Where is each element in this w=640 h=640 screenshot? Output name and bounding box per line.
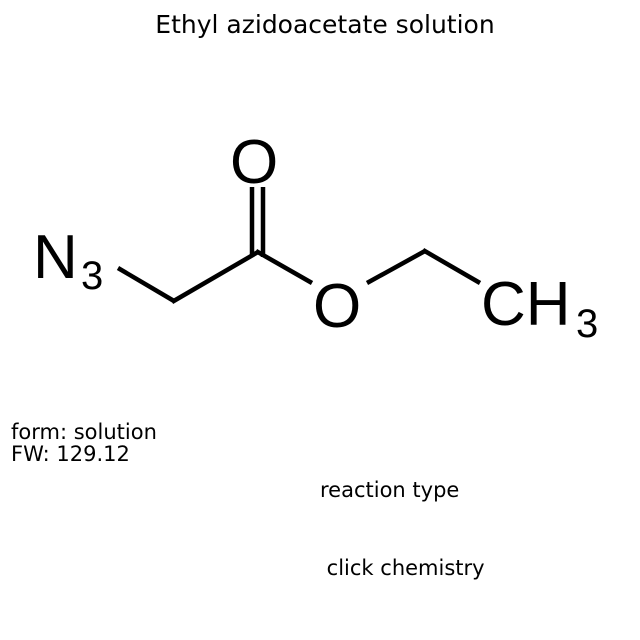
bond-ch2-ch3 — [421, 248, 482, 285]
reaction-type-value: click chemistry — [320, 556, 485, 580]
bond-ester-o-ch2 — [365, 249, 427, 285]
bond-ch2-carbonyl — [170, 250, 260, 304]
formula-weight-text: FW: 129.12 — [11, 442, 130, 466]
properties-block: form: solution FW: 129.12 — [11, 421, 157, 465]
atom-azide-n: N — [33, 223, 78, 292]
bond-carbonyl-ester-o — [254, 249, 314, 285]
atom-methyl-subscript: 3 — [576, 302, 598, 346]
form-text: form: solution — [11, 420, 157, 444]
compound-title: Ethyl azidoacetate solution — [155, 10, 495, 39]
bond-n3-ch2 — [116, 266, 176, 303]
atom-methyl-c: CH — [481, 270, 571, 339]
reaction-block: reaction type click chemistry — [320, 425, 485, 607]
atom-ester-o: O — [313, 272, 361, 341]
atom-azide-subscript: 3 — [81, 254, 103, 298]
reaction-type-label: reaction type — [320, 478, 460, 502]
atom-carbonyl-o: O — [230, 128, 278, 197]
